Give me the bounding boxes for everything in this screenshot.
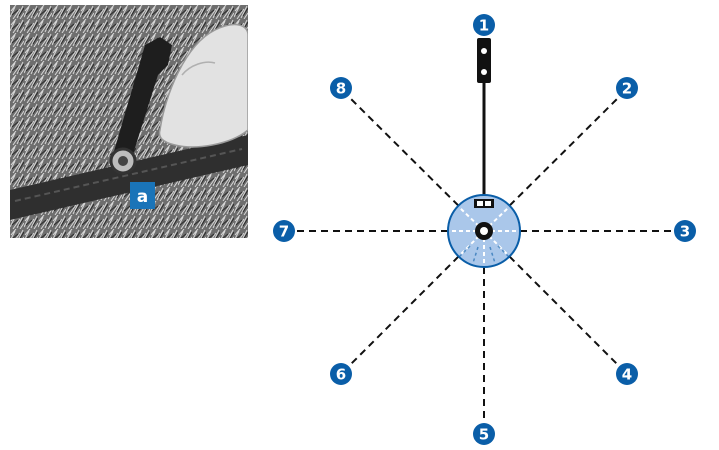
marker-3: 3 (674, 220, 696, 242)
hand-shape (158, 23, 248, 148)
marker-2: 2 (616, 77, 638, 99)
guy-lines (296, 98, 672, 420)
central-hub (447, 194, 521, 268)
anchor-installation-photo: a (10, 5, 248, 238)
marker-5-label: 5 (479, 426, 489, 444)
anchor-tool-shape (110, 37, 172, 170)
strap-shape (10, 135, 248, 220)
photo-badge (130, 182, 155, 209)
marker-4: 4 (616, 363, 638, 385)
marker-8-label: 8 (336, 80, 346, 98)
marker-3-label: 3 (680, 223, 690, 241)
guy-line-2 (483, 98, 618, 232)
marker-1-label: 1 (479, 17, 489, 35)
guy-line-8 (350, 98, 485, 232)
marker-1: 1 (473, 14, 495, 36)
marker-6: 6 (330, 363, 352, 385)
guy-line-6 (350, 230, 485, 365)
photo-badge-label: a (137, 187, 148, 207)
marker-7-label: 7 (279, 223, 289, 241)
guy-line-4 (483, 230, 618, 365)
marker-5: 5 (473, 423, 495, 445)
marker-8: 8 (330, 77, 352, 99)
top-anchor-stake (477, 38, 491, 83)
marker-2-label: 2 (622, 80, 632, 98)
marker-4-label: 4 (622, 366, 632, 384)
marker-7: 7 (273, 220, 295, 242)
marker-6-label: 6 (336, 366, 346, 384)
